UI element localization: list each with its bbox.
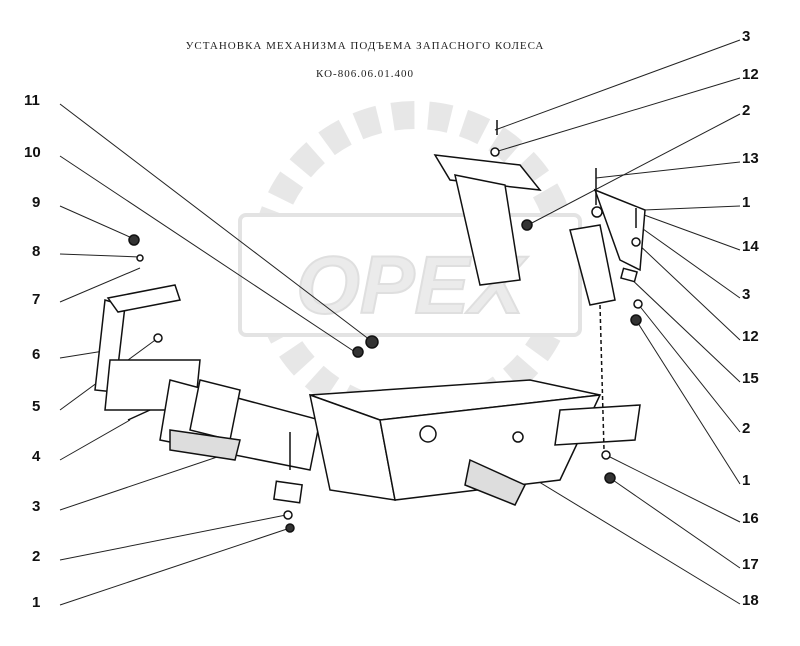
callout-label: 12 (742, 328, 759, 345)
callout-label: 1 (742, 472, 751, 489)
callout-label: 17 (742, 556, 759, 573)
callout-label: 3 (742, 28, 751, 45)
callout-label: 15 (742, 370, 759, 387)
drawing-number: КО-806.06.01.400 (316, 68, 414, 80)
callout-label: 2 (742, 102, 751, 119)
callout-label: 7 (32, 291, 41, 308)
callout-label: 5 (32, 398, 41, 415)
callout-label: 11 (24, 92, 40, 109)
callout-label: 9 (32, 194, 41, 211)
callout-label: 8 (32, 243, 41, 260)
callout-label: 18 (742, 592, 759, 609)
watermark-logo: OPEX (238, 101, 582, 429)
callout-label: 4 (32, 448, 41, 465)
callout-label: 14 (742, 238, 759, 255)
callout-label: 1 (32, 594, 41, 611)
callout-label: 2 (742, 420, 751, 437)
callout-label: 3 (32, 498, 41, 515)
upper-bracket-assembly (433, 120, 646, 484)
main-frame (308, 335, 641, 506)
callout-label: 2 (32, 548, 41, 565)
callout-label: 6 (32, 346, 41, 363)
callout-label: 16 (742, 510, 759, 527)
callout-label: 3 (742, 286, 751, 303)
callout-label: 1 (742, 194, 751, 211)
drawing-title: УСТАНОВКА МЕХАНИЗМА ПОДЪЕМА ЗАПАСНОГО КО… (185, 40, 545, 52)
callout-label: 12 (742, 66, 759, 83)
callout-label: 10 (24, 144, 41, 161)
left-bracket-assembly (94, 234, 321, 533)
callout-label: 13 (742, 150, 759, 167)
leader-lines (59, 39, 741, 606)
